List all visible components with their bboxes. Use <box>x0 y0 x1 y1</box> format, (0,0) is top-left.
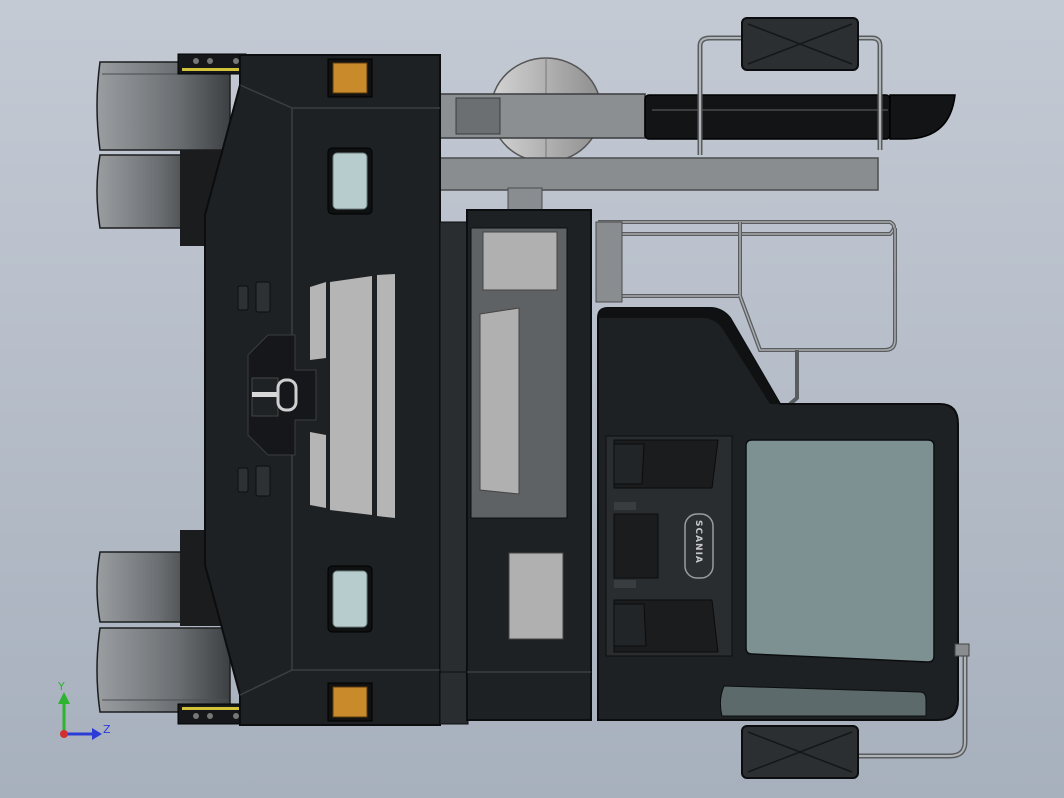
tow-hook <box>247 334 317 456</box>
gap-strip-lower <box>439 671 469 725</box>
exhaust-pipe <box>644 94 956 140</box>
z-axis-label: Z <box>103 723 111 736</box>
side-slots <box>237 281 271 497</box>
coordinate-triad: Y Z <box>57 680 111 740</box>
z-axis-arrow <box>92 728 102 740</box>
x-axis-dot <box>60 730 68 738</box>
lower-mirror-arm <box>778 643 970 759</box>
lower-windshield-strip <box>719 685 927 717</box>
y-axis-label: Y <box>57 680 65 693</box>
headlight-top <box>327 147 373 215</box>
upper-railing <box>595 220 897 406</box>
front-grille <box>310 274 395 518</box>
rear-left-tires <box>96 530 231 713</box>
marker-light-strip-top <box>177 53 247 75</box>
cab-front-panel <box>605 435 733 657</box>
gap-strip <box>439 221 469 673</box>
orange-lamp-bottom <box>327 682 373 722</box>
windshield <box>745 439 935 663</box>
marker-light-strip-bottom <box>177 703 247 725</box>
orange-lamp-top <box>327 58 373 98</box>
upper-mirror-arm <box>697 35 883 155</box>
chassis-rail <box>439 93 879 213</box>
lower-mirror <box>741 725 859 779</box>
upper-mirror <box>741 17 859 71</box>
front-bumper-block <box>204 54 441 726</box>
brand-logo: SCANIA <box>684 513 714 579</box>
cab-rear-panel <box>466 209 592 721</box>
brand-logo-text: SCANIA <box>693 520 703 564</box>
headlight-bottom <box>327 565 373 633</box>
y-axis-arrow <box>58 692 70 704</box>
